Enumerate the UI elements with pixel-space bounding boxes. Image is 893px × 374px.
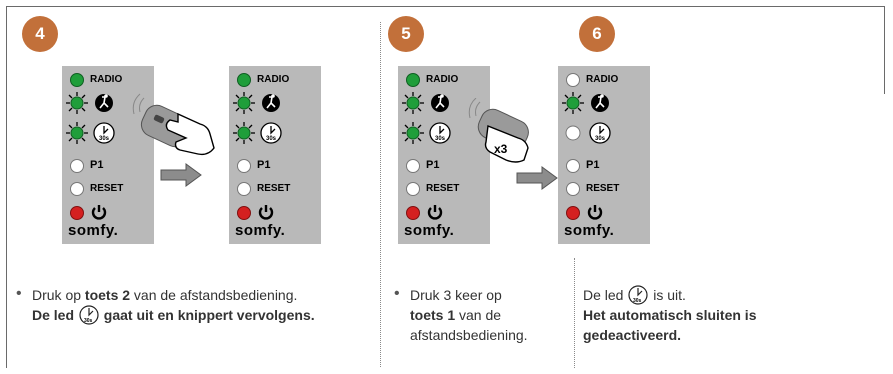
svg-text:30s: 30s [99,136,110,142]
svg-text:30s: 30s [84,318,93,324]
radio-label: RADIO [426,74,459,85]
reset-label: RESET [90,183,124,194]
blink-leds-icon: 30s [402,92,451,144]
instruction-step5-line1: Druk 3 keer op [410,287,502,303]
separator-step5 [380,22,381,367]
remote-hand-icon [468,98,529,163]
step-badge-5: 5 [388,16,424,52]
led-power [237,206,251,220]
instruction-step6-line3: gedeactiveerd. [583,327,682,343]
led-p1 [406,159,420,173]
radio-label: RADIO [586,74,619,85]
p1-label: P1 [426,159,440,171]
power-icon [91,205,107,220]
led-p1 [70,159,84,173]
radio-label: RADIO [257,74,290,85]
led-reset [406,182,420,196]
frame-top-border [6,6,884,7]
somfy-logo: somfy. [68,222,119,239]
led-power [70,206,84,220]
led-reset [70,182,84,196]
timer-30s-icon: 30s [628,285,648,305]
bullet-step5: • [394,285,400,302]
frame-right-border [884,6,885,94]
control-panel-step5: RADIO 30s P1 RESET somfy. [398,66,490,244]
svg-text:30s: 30s [435,136,446,142]
somfy-logo: somfy. [235,222,286,239]
led-reset [566,182,580,196]
press-count-label: x3 [494,142,508,156]
instruction-step5-line3: afstandsbediening. [410,327,528,343]
control-panel-step6: RADIO 30s P1 RESET somfy. [558,66,650,244]
timer-30s-icon: 30s [79,305,99,325]
frame-left-border [6,6,7,368]
reset-label: RESET [257,183,291,194]
led-p1 [566,159,580,173]
somfy-logo: somfy. [564,222,615,239]
svg-text:30s: 30s [633,298,642,304]
instruction-step5: Druk 3 keer op toets 1 van de afstandsbe… [410,285,570,345]
instruction-step5-line2: toets 1 van de [410,307,502,323]
arrow-right-icon [516,166,558,190]
power-icon [587,205,603,220]
p1-label: P1 [90,159,104,171]
reset-label: RESET [426,183,460,194]
p1-label: P1 [586,159,600,171]
svg-text:30s: 30s [595,136,606,142]
instruction-step4-line2: De led 30s gaat uit en knippert vervolge… [32,305,315,325]
led-power [406,206,420,220]
led-radio [70,73,84,87]
reset-label: RESET [586,183,620,194]
blink-leds-icon: 30s [562,92,611,144]
step-badge-4: 4 [22,16,58,52]
instruction-step4: Druk op toets 2 van de afstandsbediening… [32,285,372,325]
arrow-right-icon [160,163,202,187]
blink-leds-icon: 30s [233,92,282,144]
led-power [566,206,580,220]
svg-text:30s: 30s [266,136,277,142]
led-radio [566,73,580,87]
led-radio [406,73,420,87]
bullet-step4: • [16,285,22,302]
step-badge-6: 6 [579,16,615,52]
power-icon [258,205,274,220]
power-icon [427,205,443,220]
instruction-step4-line1: Druk op toets 2 van de afstandsbediening… [32,287,298,303]
remote-hand-icon [132,93,215,156]
control-panel-step4-after: RADIO 30s P1 RESET somfy. [229,66,321,244]
led-reset [237,182,251,196]
instruction-step6-line1: De led 30s is uit. [583,285,686,305]
instruction-step6: De led 30s is uit. Het automatisch sluit… [583,285,883,345]
blink-leds-icon: 30s [66,92,115,144]
p1-label: P1 [257,159,271,171]
instruction-step6-line2: Het automatisch sluiten is [583,307,757,323]
separator-step6 [574,258,575,368]
led-radio [237,73,251,87]
somfy-logo: somfy. [404,222,455,239]
radio-label: RADIO [90,74,123,85]
led-p1 [237,159,251,173]
